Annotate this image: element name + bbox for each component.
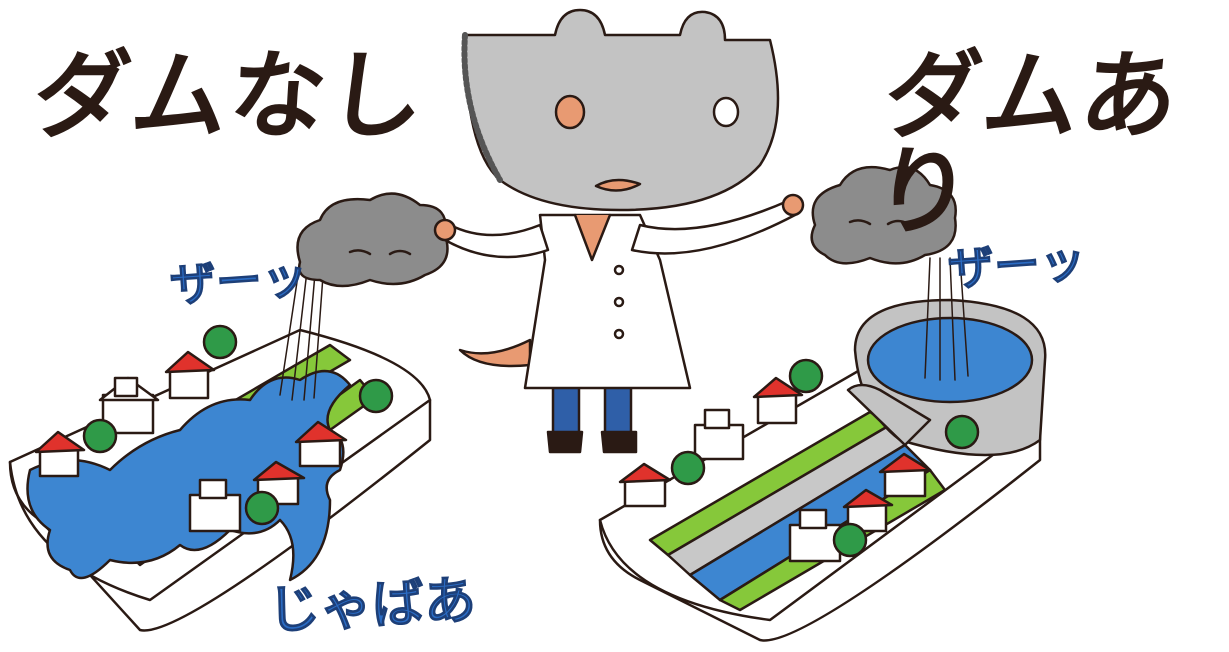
house-12 bbox=[842, 488, 894, 533]
tree-3 bbox=[358, 378, 394, 414]
house-7 bbox=[693, 408, 745, 461]
flood-sound: じゃばあ bbox=[266, 570, 478, 642]
house-11 bbox=[788, 508, 842, 563]
house-9 bbox=[618, 462, 672, 508]
dam-reservoir bbox=[846, 298, 1047, 457]
flood-water bbox=[26, 370, 352, 582]
storm-cloud-left bbox=[296, 192, 449, 288]
house-5 bbox=[188, 478, 242, 533]
rain-left bbox=[279, 261, 325, 401]
title-with-dam: ダムあり bbox=[869, 40, 1185, 248]
mascot-scientist bbox=[433, 8, 805, 454]
house-2 bbox=[164, 350, 216, 400]
tree-6 bbox=[670, 450, 706, 486]
tree-4 bbox=[244, 490, 280, 526]
tree-2 bbox=[82, 418, 118, 454]
mascot-eye-right bbox=[712, 96, 740, 128]
house-4 bbox=[294, 420, 348, 468]
tree-5 bbox=[788, 358, 824, 394]
rain-right bbox=[924, 257, 969, 381]
tree-7 bbox=[944, 414, 980, 450]
tree-1 bbox=[202, 324, 238, 360]
rain-sound-left: ザーッ bbox=[168, 249, 310, 313]
house-3 bbox=[34, 430, 86, 478]
storm-cloud-right bbox=[810, 165, 957, 265]
left-diorama-no-dam bbox=[8, 261, 432, 632]
title-without-dam: ダムなし bbox=[28, 40, 432, 152]
tree-8 bbox=[832, 522, 868, 558]
right-diorama-with-dam bbox=[598, 257, 1047, 642]
house-8 bbox=[752, 376, 804, 425]
mascot-eye-left bbox=[554, 94, 586, 130]
house-10 bbox=[878, 452, 932, 498]
rain-sound-right: ザーッ bbox=[946, 233, 1088, 297]
